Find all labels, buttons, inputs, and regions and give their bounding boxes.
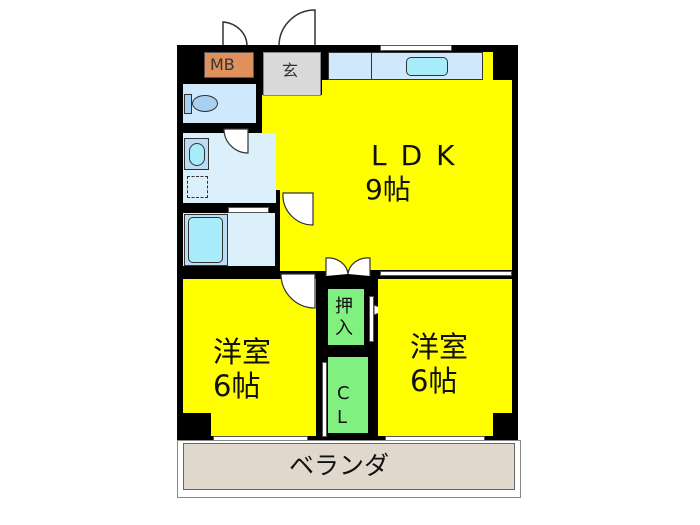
washroom-door-icon <box>222 127 250 155</box>
washing-machine-icon <box>187 176 208 198</box>
washroom-extension <box>255 133 275 178</box>
kitchen-window <box>380 45 452 51</box>
closet-label: C L <box>337 383 350 428</box>
hall-door-icon <box>281 191 315 227</box>
sink-icon <box>406 57 448 76</box>
western-right-corner <box>493 413 512 436</box>
veranda-floor <box>183 443 515 490</box>
washbasin-bowl-icon <box>189 143 205 166</box>
kitchen-counter <box>328 52 483 80</box>
entrance-label: 玄 <box>282 61 299 80</box>
western-room-right-area: 6帖 <box>410 364 458 398</box>
oshiire-side-door <box>369 296 374 342</box>
oshiire-double-door-icon <box>324 252 372 276</box>
western-left-door-icon <box>279 272 317 310</box>
entrance-door-icon <box>277 8 317 47</box>
western-room-right <box>378 279 512 436</box>
veranda-label: ベランダ <box>289 451 390 480</box>
mb-door-icon <box>221 20 249 47</box>
western-room-left <box>183 279 316 436</box>
oshiire <box>328 289 364 345</box>
western-room-right-label: 洋室 <box>410 330 469 364</box>
bathroom-door <box>228 207 269 213</box>
western-room-left-area: 6帖 <box>213 369 261 403</box>
mb-label: MB <box>210 55 235 74</box>
western-left-corner <box>183 413 211 436</box>
toilet-bowl-icon <box>192 95 218 112</box>
closet <box>328 357 368 433</box>
sliding-door-ldk-right <box>380 271 512 276</box>
ldk-area: 9帖 <box>365 173 411 206</box>
bathtub-basin-icon <box>188 217 223 263</box>
closet-door <box>322 362 327 437</box>
kitchen-divider <box>371 52 372 80</box>
western-room-left-label: 洋室 <box>213 335 272 369</box>
mb-room <box>204 52 254 78</box>
ldk-label: LDK <box>371 139 469 172</box>
ldk-room <box>322 80 512 270</box>
oshiire-label: 押 入 <box>335 296 353 339</box>
ldk-upper-right <box>483 52 493 82</box>
entrance-room <box>263 52 321 96</box>
toilet-icon <box>184 94 192 114</box>
